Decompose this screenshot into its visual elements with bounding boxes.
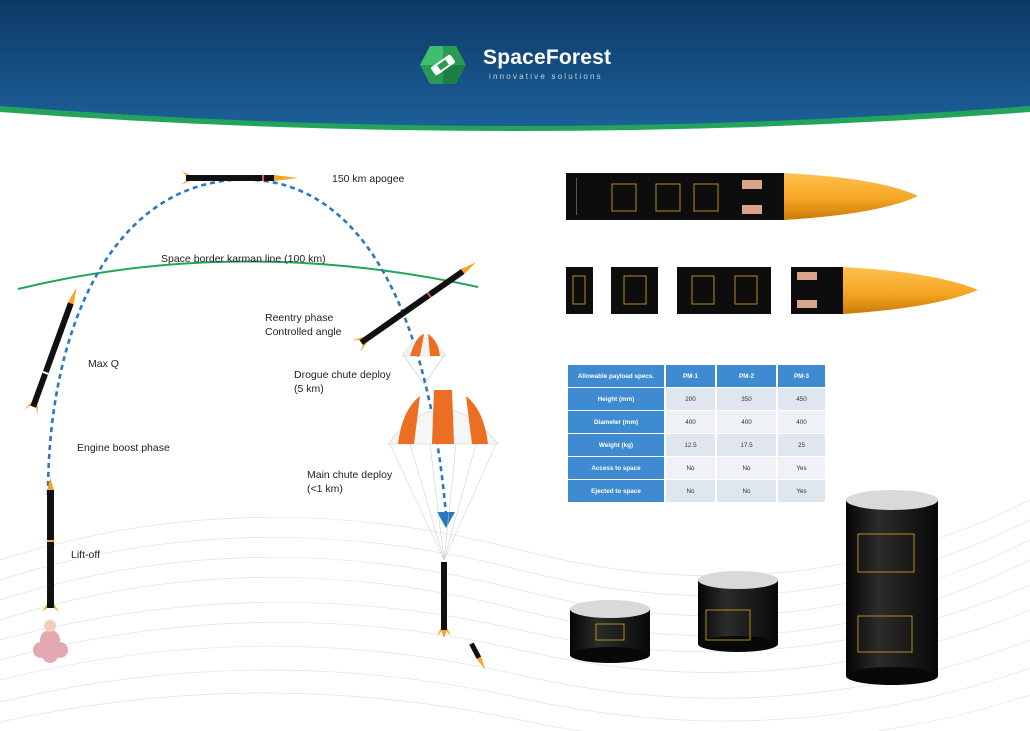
pm-1-cylinder xyxy=(570,600,650,663)
rocket-reentry xyxy=(352,262,476,352)
table-cell: No xyxy=(666,457,715,479)
rocket-liftoff xyxy=(42,478,59,612)
label-engine-boost: Engine boost phase xyxy=(77,442,170,454)
main-parachute xyxy=(387,390,499,561)
header-banner xyxy=(0,0,1030,131)
label-max-q: Max Q xyxy=(88,358,119,370)
pm-3-cylinder xyxy=(846,490,938,685)
table-header-cell: PM-3 xyxy=(778,365,825,387)
table-row: Weight (kg) 12.5 17.5 25 xyxy=(568,434,825,456)
nose-cone-separated xyxy=(469,642,486,670)
trajectory-arrow-icon xyxy=(437,512,455,528)
table-cell: No xyxy=(717,480,776,502)
pm-2-cylinder xyxy=(698,571,778,652)
table-cell: 200 xyxy=(666,388,715,410)
satellite-logo-icon xyxy=(420,46,466,84)
table-cell: 25 xyxy=(778,434,825,456)
brand-name: SpaceForest xyxy=(483,46,612,69)
row-label: Weight (kg) xyxy=(568,434,664,456)
trajectory-path xyxy=(46,178,448,516)
table-header-cell: PM-2 xyxy=(717,365,776,387)
table-cell: 400 xyxy=(717,411,776,433)
label-apogee: 150 km apogee xyxy=(332,173,405,185)
payload-specs-table: Allowable payload specs. PM-1 PM-2 PM-3 … xyxy=(566,364,827,503)
table-cell: 400 xyxy=(778,411,825,433)
table-row: Access to space No No Yes xyxy=(568,457,825,479)
table-cell: 17.5 xyxy=(717,434,776,456)
karman-line xyxy=(17,260,479,290)
label-reentry-phase: Reentry phase xyxy=(265,312,334,324)
table-cell: Yes xyxy=(778,457,825,479)
row-label: Height (mm) xyxy=(568,388,664,410)
row-label: Diameter (mm) xyxy=(568,411,664,433)
liftoff-exhaust-cloud xyxy=(33,620,68,663)
label-main-altitude: (<1 km) xyxy=(307,483,343,495)
table-row: Ejected to space No No Yes xyxy=(568,480,825,502)
table-cell: Yes xyxy=(778,480,825,502)
rocket-descent xyxy=(437,562,451,638)
row-label: Ejected to space xyxy=(568,480,664,502)
label-drogue-altitude: (5 km) xyxy=(294,383,324,395)
brand-tagline: innovative solutions xyxy=(489,72,603,81)
table-row: Diameter (mm) 400 400 400 xyxy=(568,411,825,433)
table-cell: No xyxy=(717,457,776,479)
label-drogue-chute: Drogue chute deploy xyxy=(294,369,391,381)
drogue-parachute xyxy=(401,334,447,385)
table-header-row: Allowable payload specs. PM-1 PM-2 PM-3 xyxy=(568,365,825,387)
label-lift-off: Lift-off xyxy=(71,549,100,561)
table-header-cell: PM-1 xyxy=(666,365,715,387)
payload-assembly-full xyxy=(566,173,918,220)
brand-block: SpaceForest innovative solutions xyxy=(0,0,1030,120)
table-cell: 450 xyxy=(778,388,825,410)
table-row: Height (mm) 200 350 450 xyxy=(568,388,825,410)
rocket-apogee xyxy=(181,171,298,185)
table-cell: 350 xyxy=(717,388,776,410)
row-label: Access to space xyxy=(568,457,664,479)
payload-modules-split xyxy=(566,267,978,314)
label-karman-line: Space border karman line (100 km) xyxy=(161,253,326,265)
table-cell: 400 xyxy=(666,411,715,433)
rocket-maxq xyxy=(24,287,77,415)
label-controlled-angle: Controlled angle xyxy=(265,326,342,338)
label-main-chute: Main chute deploy xyxy=(307,469,393,481)
table-cell: No xyxy=(666,480,715,502)
table-cell: 12.5 xyxy=(666,434,715,456)
table-header-cell: Allowable payload specs. xyxy=(568,365,664,387)
